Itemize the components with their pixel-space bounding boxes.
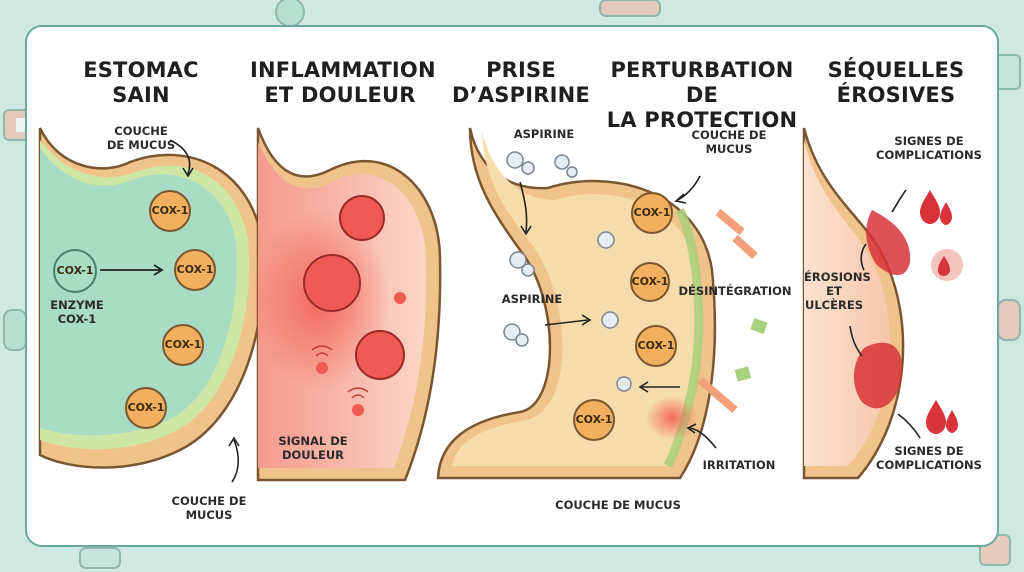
label-irritation: IRRITATION [702,458,776,472]
irritation-spot [646,396,698,440]
arrow [891,189,907,213]
cox-label: COX-1 [631,275,669,288]
blood-drop-icon [938,256,950,276]
cox-label: COX-1 [56,264,94,277]
cox-label: COX-1 [127,401,165,414]
label-mucus-bottom: COUCHE DE MUCUS [171,494,247,522]
pain-signal-dot [316,362,328,374]
aspirin-molecule [521,161,535,175]
thermometer-icon [599,0,661,17]
label-mucus-panel4-bottom: COUCHE DE MUCUS [555,498,681,512]
arrowhead [520,225,532,236]
blood-drop-icon [946,410,958,433]
arrow [231,439,240,483]
capsule-icon [997,299,1021,341]
panel-title-aspirin: PRISE D’ASPIRINE [452,58,590,107]
label-complications-top: SIGNES DE COMPLICATIONS [876,134,982,162]
cox-enzyme [149,190,191,232]
stethoscope-icon [275,0,305,27]
inflammation-cell [339,195,385,241]
panel-title-healthy: ESTOMAC SAIN [83,58,199,107]
healthy-stomach [38,127,265,483]
aspirin-stomach [436,127,768,480]
capsule-icon [3,309,27,351]
label-pain-signal: SIGNAL DE DOULEUR [278,434,348,462]
aspirin-molecule [515,333,529,347]
bandage-icon [79,547,121,569]
aspirin-molecule [509,251,527,269]
blood-drop-icon [926,400,946,434]
arrow [897,413,921,439]
inflamed-stomach [250,127,442,482]
disintegration-arrow [715,208,745,236]
cox-enzyme-damaged [635,325,677,367]
ulcer [866,210,911,276]
arrow [677,175,701,201]
arrowhead [686,423,697,434]
arrow [860,243,867,271]
panel-title-inflammation: INFLAMMATION ET DOULEUR [250,58,436,107]
arrowhead [182,167,194,178]
pain-signal-dot [352,404,364,416]
aspirin-molecule [554,154,570,170]
arrow [849,325,863,357]
cox-enzyme [174,249,216,291]
cox-label: COX-1 [637,339,675,352]
panel-title-protection: PERTURBATION DE LA PROTECTION [606,58,798,132]
label-complications-bottom: SIGNES DE COMPLICATIONS [876,444,982,472]
aspirin-molecule [597,231,615,249]
inflammation-cell [303,254,361,312]
label-erosions: ÉROSIONS ET ULCÈRES [804,270,871,312]
cox-label: COX-1 [575,413,613,426]
cox-enzyme [162,324,204,366]
mucus-fragment [750,317,768,335]
cox-label: COX-1 [164,338,202,351]
pain-signal-wave [347,387,369,399]
aspirin-molecules [503,151,632,392]
label-aspirin-top: ASPIRINE [513,127,575,141]
cox-label: COX-1 [151,204,189,217]
aspirin-molecule [616,376,632,392]
panel-title-sequelae: SÉQUELLES ÉROSIVES [827,58,965,107]
arrow [169,139,191,175]
cox-enzyme [630,262,670,302]
arrow [689,427,717,449]
cox-label: COX-1 [176,263,214,276]
label-mucus-top: COUCHE DE MUCUS [106,124,176,152]
eroded-stomach [802,127,963,480]
aspirin-molecule [503,323,521,341]
aspirin-molecule [521,263,535,277]
disintegration-arrow [732,235,758,259]
label-disintegration: DÉSINTÉGRATION [678,284,792,298]
label-enzyme: ENZYME COX-1 [50,298,104,326]
arrow [519,181,528,233]
inflammation-cell [355,330,405,380]
arrowhead [674,193,687,204]
blood-drop-icon [920,190,940,224]
pain-signal-dot [394,292,406,304]
disintegration-arrow [697,376,738,414]
cross-icon [16,118,26,132]
label-aspirin-mid: ASPIRINE [501,292,563,306]
pain-signal-wave [311,345,333,357]
aspirin-molecule [601,311,619,329]
arrowhead [228,436,240,447]
cox-enzyme [573,399,615,441]
arrow [544,319,589,326]
aspirin-molecule [506,151,524,169]
cox-enzyme-free [53,249,97,293]
arrowhead [638,381,649,393]
mucus-fragment [734,366,752,382]
aspirin-molecule [566,166,578,178]
blood-drop-icon [940,202,952,225]
cox-enzyme [125,387,167,429]
label-mucus-panel4: COUCHE DE MUCUS [691,128,767,156]
arrowhead [581,314,592,326]
cox-enzyme-damaged [631,192,673,234]
arrowhead [153,264,164,276]
cox-label: COX-1 [633,206,671,219]
ulcer [853,342,903,409]
